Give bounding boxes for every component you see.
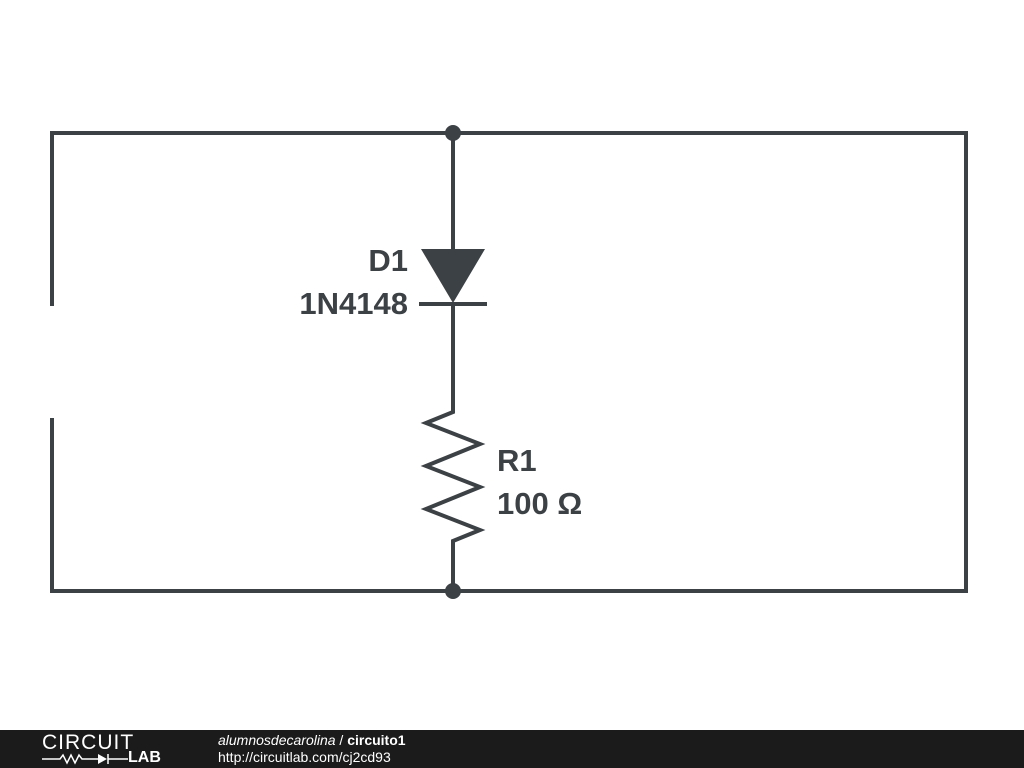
logo-text-bottom: LAB <box>128 749 161 766</box>
resistor-symbol <box>420 410 486 543</box>
diode-part-label: 1N4148 <box>299 286 408 321</box>
resistor-ref-label: R1 <box>497 443 537 478</box>
project-name-link[interactable]: circuito1 <box>347 732 406 748</box>
footer-bar: CIRCUIT LAB alumnosdecarolina / circuito… <box>0 730 1024 768</box>
logo-resistor-diode-icon <box>42 753 128 765</box>
junction-dot-bottom <box>445 583 461 599</box>
circuit-schematic: D1 1N4148 R1 100 Ω <box>50 125 968 599</box>
resistor-value-label: 100 Ω <box>497 486 582 521</box>
logo-text-top: CIRCUIT <box>42 731 135 754</box>
diode-symbol <box>421 249 485 303</box>
credit-separator: / <box>335 732 348 748</box>
credit-line: alumnosdecarolina / circuito1 <box>218 732 406 749</box>
diode-ref-label: D1 <box>368 243 408 278</box>
junction-dot-top <box>445 125 461 141</box>
author-link[interactable]: alumnosdecarolina <box>218 732 336 748</box>
circuitlab-logo[interactable]: CIRCUIT LAB <box>42 732 177 768</box>
circuit-url-link[interactable]: http://circuitlab.com/cj2cd93 <box>218 749 391 765</box>
